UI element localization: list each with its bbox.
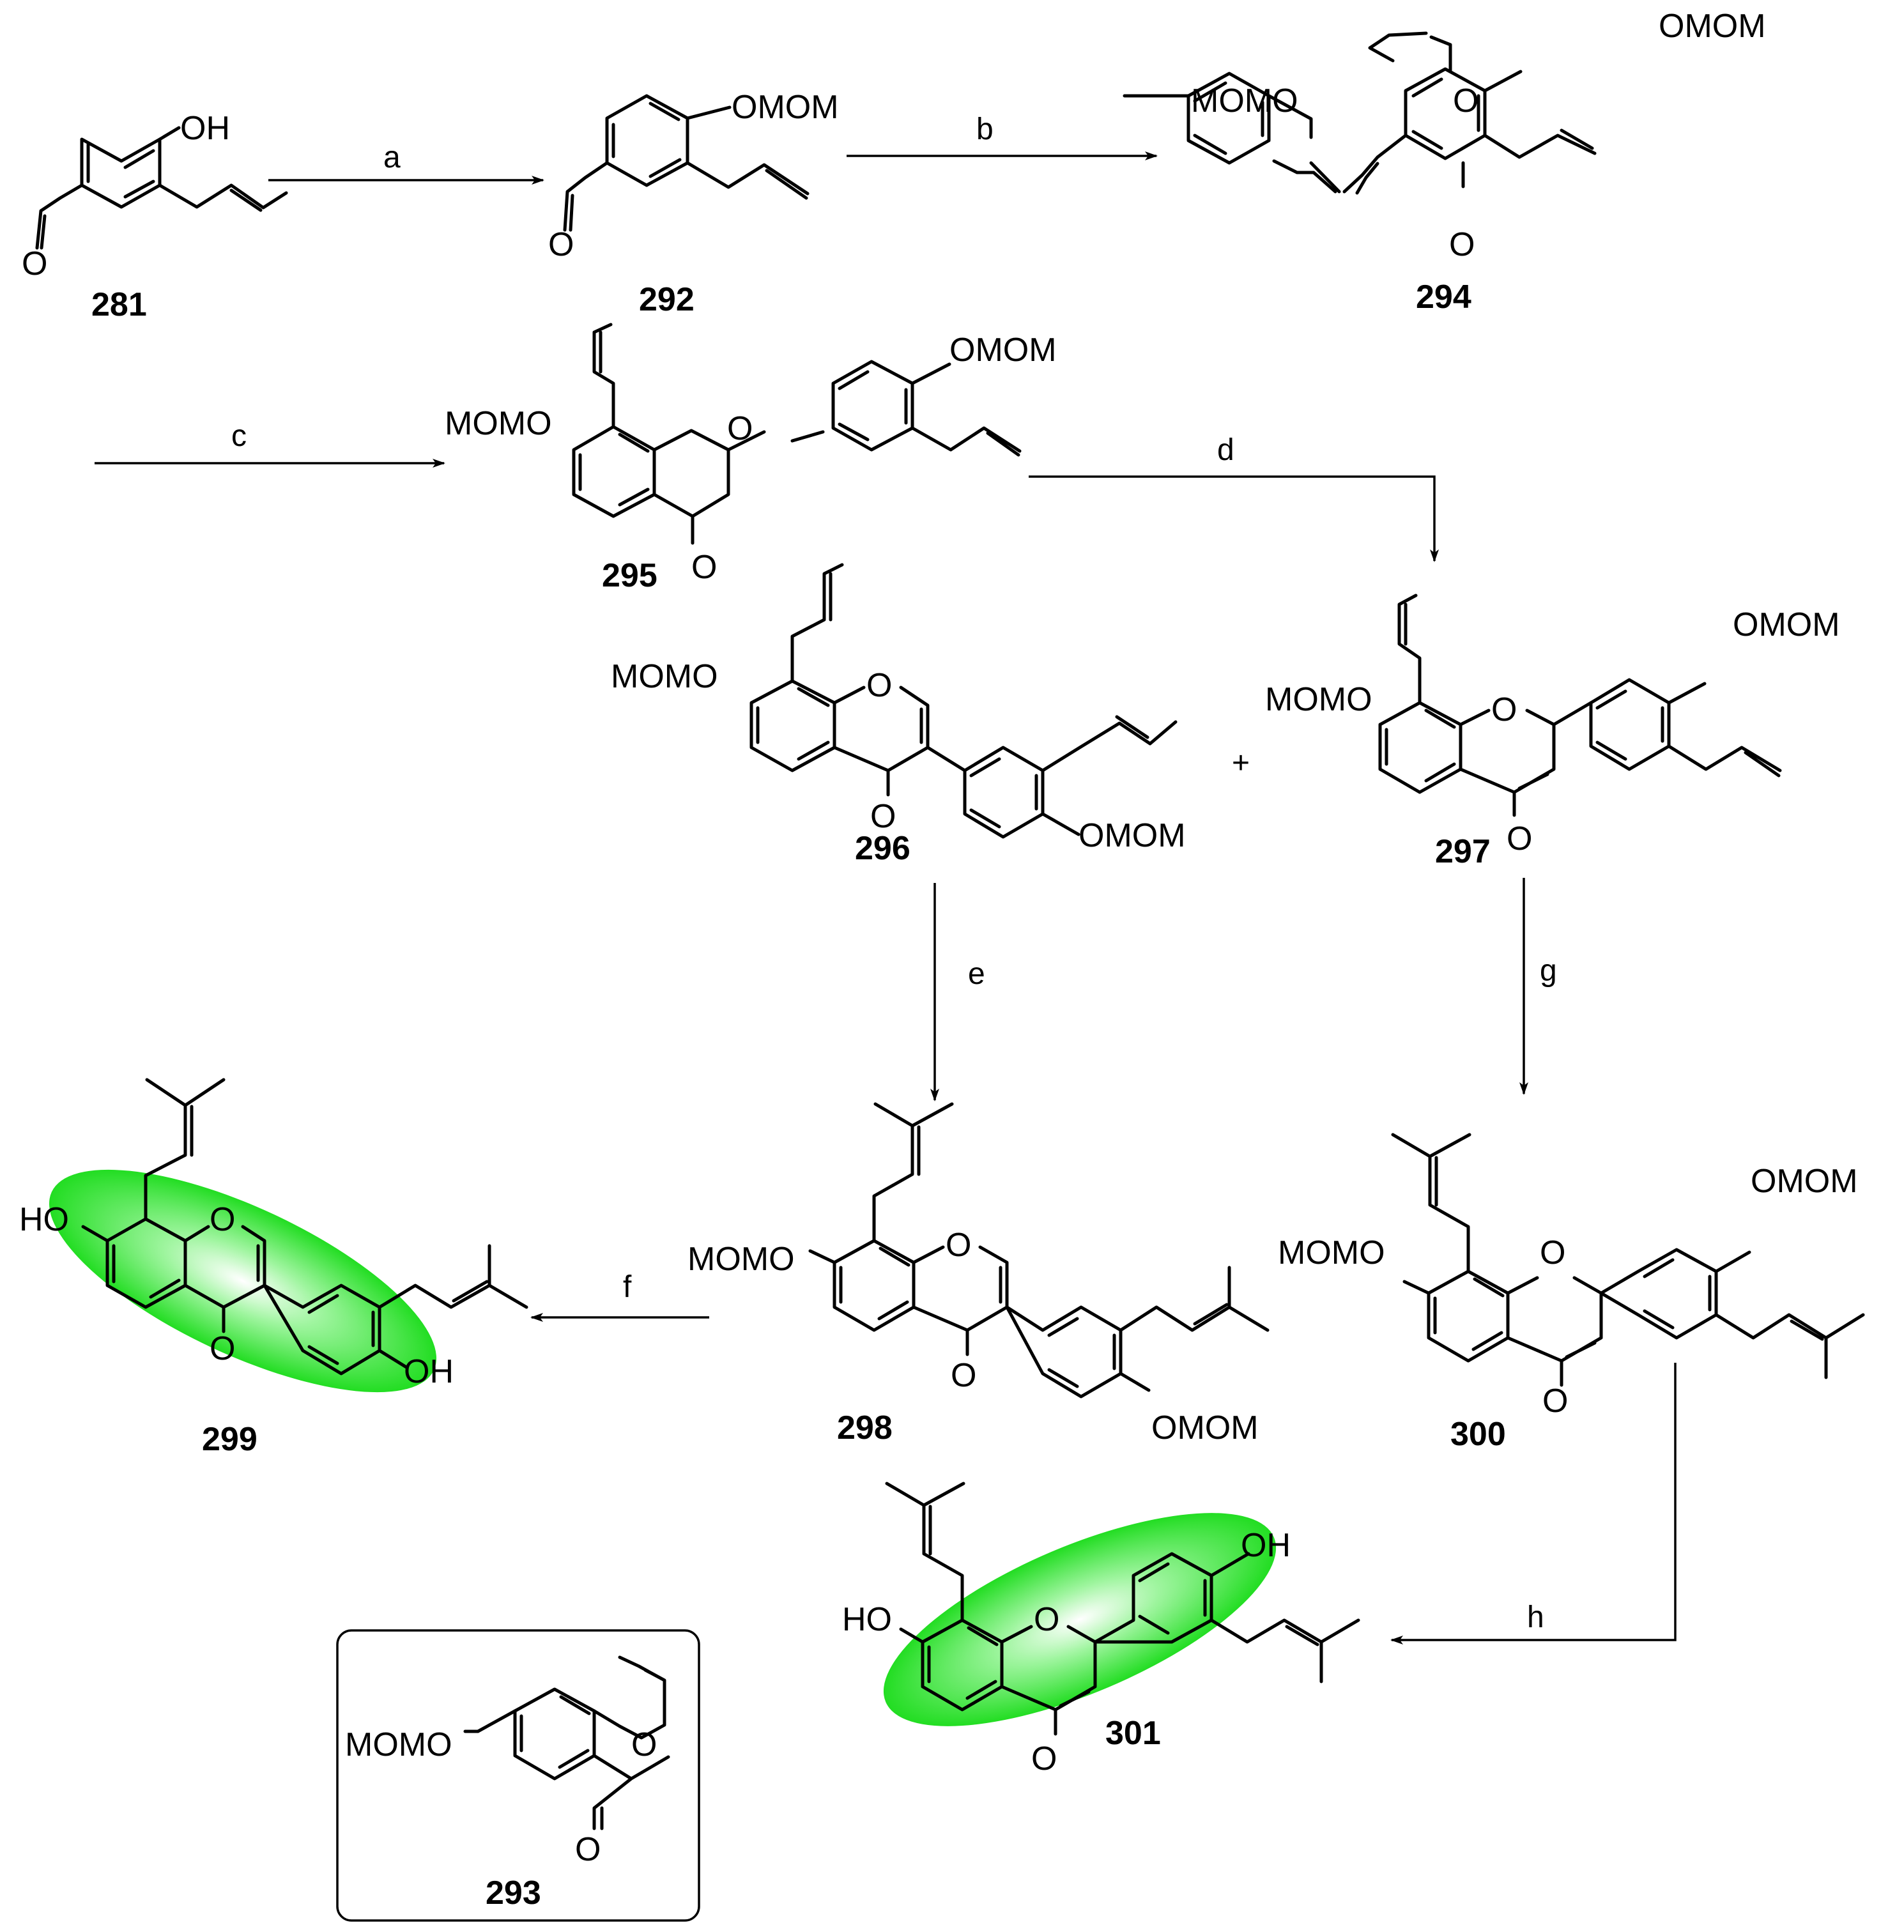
compound-301: HO O OH O 301 [842,1482,1360,1777]
compound-300: MOMO O OMOM O 300 [1278,1133,1865,1453]
compound-292: OMOM O 292 [548,89,839,318]
label-296-o-carbonyl: O [870,798,896,835]
label-300-omom: OMOM [1751,1163,1858,1200]
compound-id-298: 298 [837,1409,893,1446]
label-301-o-ring: O [1034,1601,1059,1638]
label-298-o-ring: O [946,1227,971,1264]
label-281-oh: OH [180,110,230,147]
compound-294: MOMO O OMOM O 294 [1123,8,1766,316]
compound-id-297: 297 [1435,833,1491,870]
label-294-omom: OMOM [1659,8,1766,45]
label-292-o: O [548,226,574,263]
label-301-oh: OH [1241,1527,1291,1564]
label-297-momo: MOMO [1265,681,1372,718]
step-label-h: h [1527,1600,1544,1634]
compound-id-301: 301 [1105,1715,1161,1752]
compound-id-293: 293 [486,1874,541,1912]
arrow-d [1029,475,1439,562]
compound-id-292: 292 [639,281,695,318]
label-298-omom: OMOM [1151,1409,1259,1446]
label-299-oh: OH [404,1353,454,1390]
label-300-o-carbonyl: O [1542,1383,1568,1420]
label-299-ho: HO [19,1201,69,1238]
label-281-o: O [22,245,47,282]
compound-298: MOMO O O OMOM 298 [687,1102,1270,1446]
label-293-o-carbonyl: O [575,1831,601,1868]
label-301-o-carbonyl: O [1031,1740,1057,1777]
compound-281: OH O 281 [22,110,288,323]
step-label-c: c [231,419,247,453]
compound-id-294: 294 [1416,279,1471,316]
label-293-momo: MOMO [345,1726,452,1763]
compound-295: MOMO O OMOM O 295 [445,323,1057,594]
highlight-301 [883,1513,1277,1726]
label-301-ho: HO [842,1601,892,1638]
step-label-g: g [1540,954,1557,988]
label-295-momo: MOMO [445,405,552,442]
compound-id-296: 296 [855,830,910,867]
label-299-o-ring: O [210,1201,235,1238]
step-label-a: a [383,141,401,174]
label-294-o-carbonyl: O [1449,226,1475,263]
highlight-299 [49,1169,437,1393]
inset-frame [336,1629,700,1922]
compound-id-300: 300 [1450,1416,1506,1453]
compound-297: MOMO O OMOM O 297 [1265,594,1840,870]
label-300-o-ring: O [1540,1234,1565,1271]
label-295-omom: OMOM [949,332,1057,369]
label-297-omom: OMOM [1733,606,1840,643]
label-294-momo: MOMO [1191,82,1298,119]
label-292-omom: OMOM [732,89,839,126]
label-296-momo: MOMO [611,658,718,695]
label-298-momo: MOMO [687,1241,795,1278]
step-label-b: b [976,112,994,146]
compound-299: HO O O OH 299 [19,1078,528,1458]
label-298-o-carbonyl: O [951,1357,976,1394]
label-297-o-carbonyl: O [1507,820,1532,857]
compound-id-281: 281 [91,286,147,323]
compound-id-299: 299 [202,1421,257,1458]
label-294-o-ether: O [1453,82,1478,119]
plus-sign: + [1232,746,1250,780]
inset-box-293: MOMO O O 293 [336,1629,700,1922]
label-293-o-ether: O [631,1726,657,1763]
arrow-h [1390,1363,1677,1644]
compound-296: MOMO O O OMOM 296 [611,563,1186,867]
label-297-o-ring: O [1491,691,1517,728]
label-299-o-carbonyl: O [210,1330,235,1367]
step-label-e: e [968,957,985,991]
label-296-o-ring: O [866,667,892,704]
label-296-omom: OMOM [1079,817,1186,854]
reaction-arrows [95,151,1677,1644]
label-295-o-carbonyl: O [691,549,717,586]
compound-id-295: 295 [602,557,657,594]
step-label-f: f [623,1270,632,1304]
label-295-o-ring: O [727,410,753,447]
step-label-d: d [1217,433,1234,467]
label-300-momo: MOMO [1278,1234,1385,1271]
